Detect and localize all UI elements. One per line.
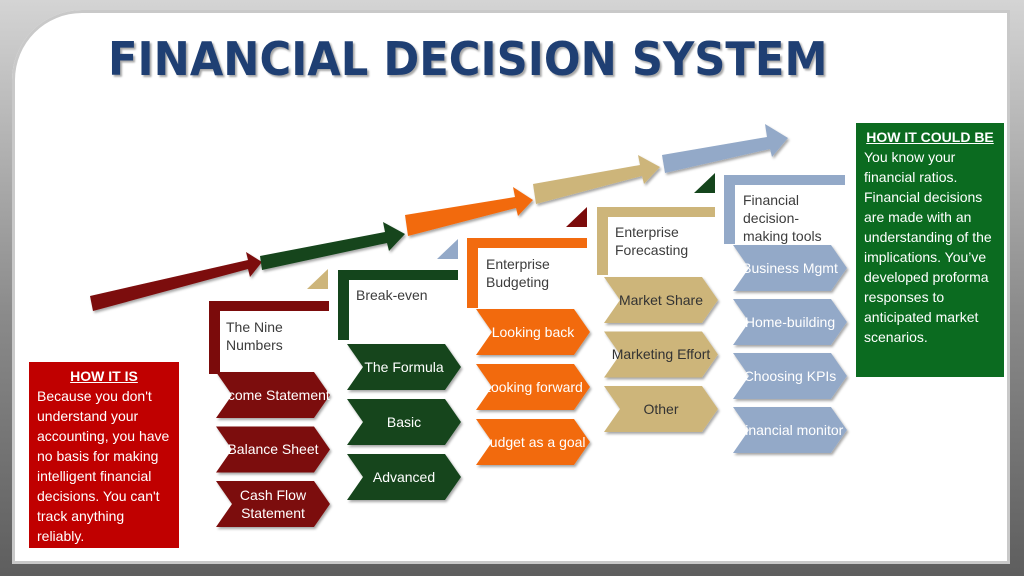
stage-label-break-even: Break-even bbox=[356, 287, 428, 303]
how-it-is-heading: HOW IT IS bbox=[70, 368, 138, 384]
stage-bracket-2 bbox=[338, 270, 458, 340]
stage-bracket-4 bbox=[597, 207, 715, 275]
chevron-label-balance-sheet: Balance Sheet bbox=[227, 441, 319, 457]
rising-arrow-5 bbox=[662, 124, 788, 173]
chevron-label-home-building: Home-building bbox=[744, 314, 836, 330]
stage-label-enterprise-budgeting: Enterprise Budgeting bbox=[486, 256, 550, 290]
chevron-stage-1-item-1 bbox=[216, 372, 330, 418]
stage-label-decision-tools: Financial decision-making tools bbox=[743, 192, 822, 244]
chevron-label-looking-back: Looking back bbox=[491, 324, 575, 340]
how-it-is-box: HOW IT IS Because you don't understand y… bbox=[29, 362, 179, 548]
chevron-stage-3-item-3 bbox=[476, 419, 590, 465]
chevron-label-choosing-kpis: Choosing KPIs bbox=[743, 368, 837, 384]
chevron-label-basic: Basic bbox=[386, 414, 422, 430]
chevron-stage-5-item-2 bbox=[733, 299, 847, 345]
chevron-label-the-formula: The Formula bbox=[364, 359, 444, 375]
chevron-stage-4-item-3 bbox=[604, 386, 718, 432]
page-title: FINANCIAL DECISION SYSTEM bbox=[108, 32, 828, 86]
chevron-stage-2-item-1 bbox=[347, 344, 461, 390]
rising-arrow-3 bbox=[405, 187, 533, 236]
chevron-stage-3-item-2 bbox=[476, 364, 590, 410]
chevron-label-marketing-effort: Marketing Effort bbox=[611, 346, 711, 362]
stage-bracket-1 bbox=[209, 301, 329, 374]
chevron-label-looking-forward: Looking forward bbox=[483, 379, 583, 395]
chevron-stage-5-item-3 bbox=[733, 353, 847, 399]
chevron-stage-1-item-2 bbox=[216, 426, 330, 473]
stage-bracket-3 bbox=[467, 238, 587, 308]
chevron-stage-3-item-1 bbox=[476, 309, 590, 355]
chevron-label-advanced: Advanced bbox=[372, 469, 436, 485]
chevron-label-other: Other bbox=[643, 401, 679, 417]
chevron-stage-4-item-1 bbox=[604, 277, 718, 323]
chevron-label-budget-as-goal: Budget as a goal bbox=[480, 434, 586, 450]
triangle-marker-3 bbox=[566, 207, 587, 227]
chevron-label-financial-monitor: Financial monitor bbox=[736, 422, 844, 438]
how-it-could-be-heading: HOW IT COULD BE bbox=[866, 129, 994, 145]
chevron-stage-2-item-2 bbox=[347, 399, 461, 445]
chevron-label-income-statement: Income Statement bbox=[216, 387, 330, 403]
stage-label-nine-numbers: The Nine Numbers bbox=[226, 319, 283, 353]
how-it-could-be-text: You know your financial ratios. Financia… bbox=[864, 149, 992, 345]
triangle-marker-1 bbox=[307, 269, 328, 289]
triangle-marker-2 bbox=[437, 239, 458, 259]
chevron-stage-5-item-4 bbox=[733, 407, 847, 453]
chevron-stage-5-item-1 bbox=[733, 245, 847, 291]
chevron-label-cash-flow-statement: Cash Flow Statement bbox=[239, 487, 307, 521]
chevron-stage-4-item-2 bbox=[604, 331, 718, 378]
rising-arrow-4 bbox=[533, 155, 660, 204]
stage-label-enterprise-forecasting: Enterprise Forecasting bbox=[615, 224, 689, 258]
chevron-label-market-share: Market Share bbox=[618, 292, 704, 308]
stage-bracket-5 bbox=[724, 175, 845, 244]
triangle-marker-4 bbox=[694, 173, 715, 193]
chevron-stage-2-item-3 bbox=[347, 454, 461, 500]
rising-arrow-1 bbox=[90, 252, 262, 311]
how-it-is-text: Because you don't understand your accoun… bbox=[37, 388, 170, 544]
chevron-label-business-mgmt: Business Mgmt bbox=[742, 260, 838, 276]
chevron-stage-1-item-3 bbox=[216, 481, 330, 527]
rising-arrow-2 bbox=[260, 222, 405, 270]
how-it-could-be-box: HOW IT COULD BE You know your financial … bbox=[856, 123, 1004, 377]
